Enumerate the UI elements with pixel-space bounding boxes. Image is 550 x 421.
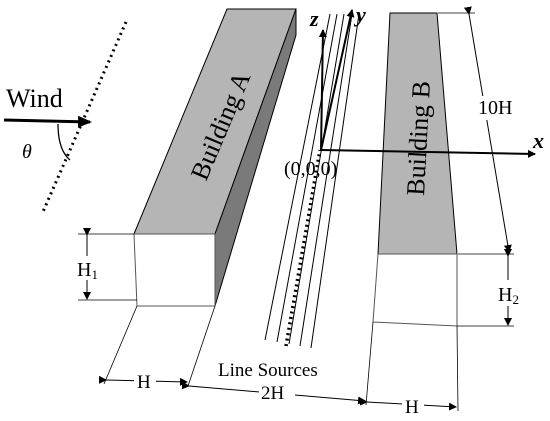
line-source-4 [299, 13, 353, 347]
h2-label: H2 [498, 284, 519, 307]
line-sources-label: Line Sources [218, 360, 318, 381]
ground-extension-lines [103, 305, 459, 412]
origin-label: (0,0,0) [284, 158, 337, 180]
h-left-label: H [137, 372, 151, 393]
wind-arrow [3, 115, 92, 128]
h-right-label: H [405, 397, 419, 418]
axis-y-label: y [353, 2, 366, 27]
ten-h-label: 10H [478, 97, 512, 119]
h1-label-bg [76, 256, 100, 280]
z-axis [318, 29, 327, 151]
line-source-5 [310, 13, 360, 349]
h2-label-bg [497, 280, 521, 306]
wind-label: Wind [6, 84, 63, 113]
theta-label: θ [22, 141, 32, 163]
h1-label: H1 [77, 259, 98, 282]
h-right-label-bg [402, 395, 424, 417]
building-b-label: Building B [401, 80, 436, 196]
building-b-front [372, 253, 458, 327]
line-source-1 [264, 13, 331, 341]
ten-h-label-bg [476, 96, 518, 120]
axis-x-label: x [532, 128, 544, 153]
theta-angle-arc [57, 123, 71, 161]
two-h-label-bg [259, 381, 295, 403]
h-left-label-bg [134, 370, 156, 392]
line-sources [264, 13, 360, 349]
line-source-center-dotted [284, 149, 322, 347]
two-h-label: 2H [261, 383, 285, 404]
building-a-front [133, 233, 216, 307]
y-axis [320, 9, 355, 151]
line-source-2 [276, 13, 338, 343]
axis-z-label: z [309, 6, 319, 31]
building-b: Building B [372, 12, 458, 327]
line-source-3 [288, 13, 345, 345]
wind-plane-dotted-line [40, 21, 128, 215]
building-a: Building A [133, 8, 297, 307]
